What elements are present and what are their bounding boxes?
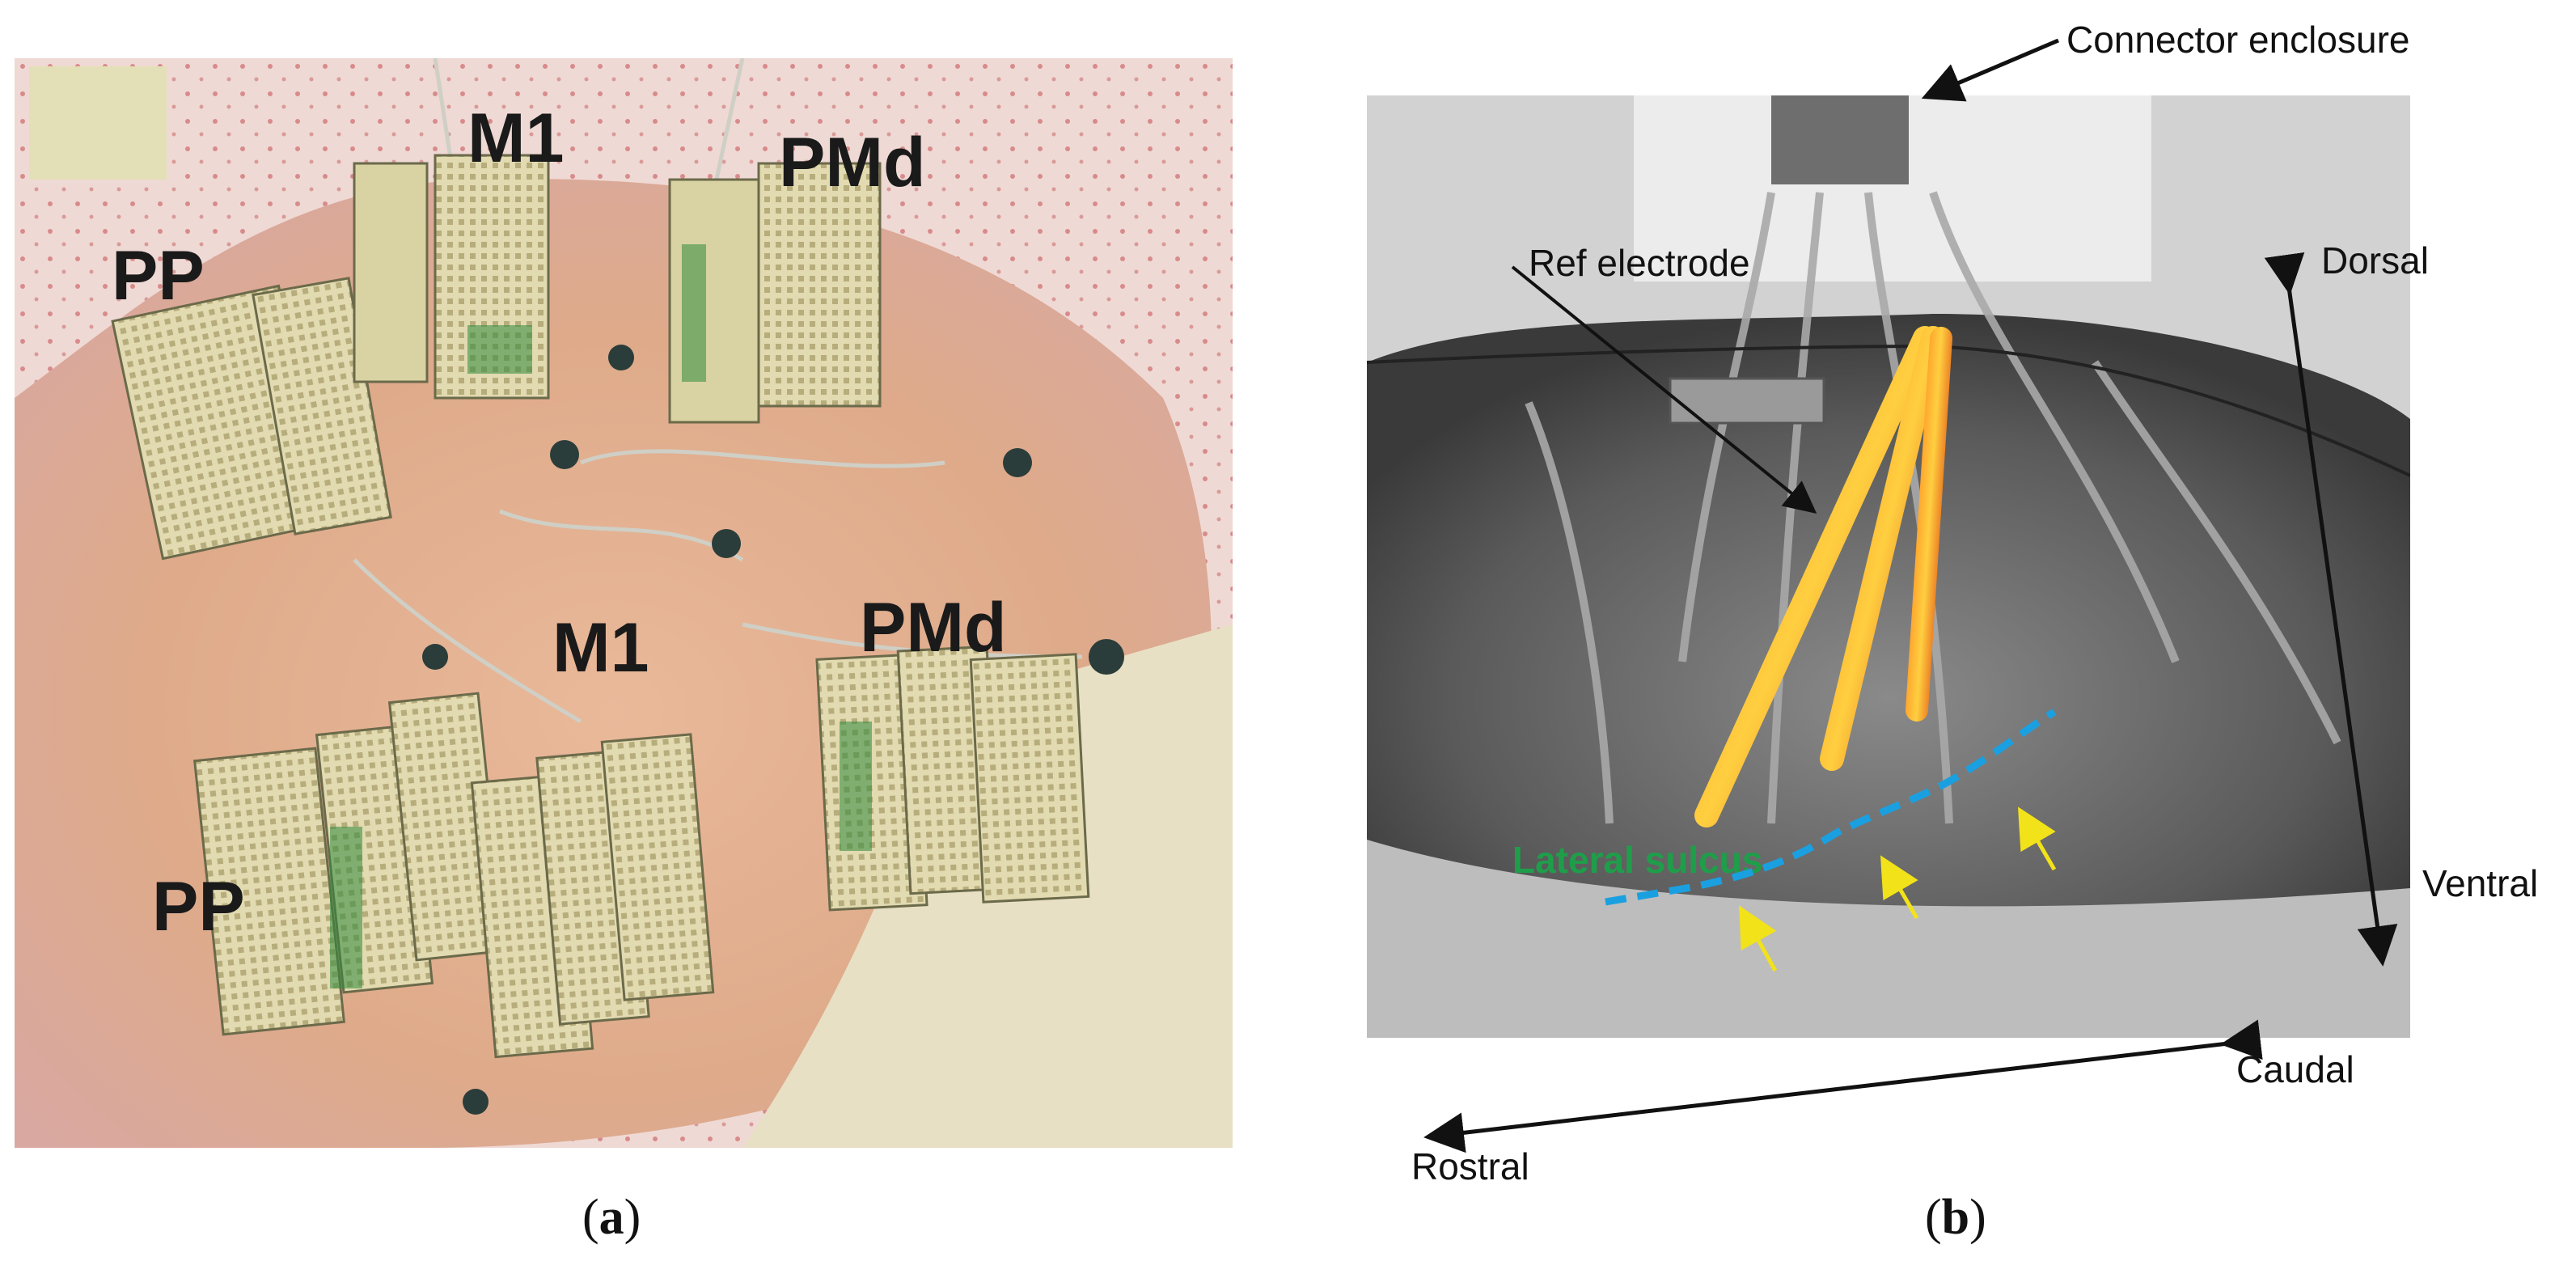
implanted-arrays-photo: [15, 58, 1233, 1148]
pmd-bottom-label: PMd: [860, 589, 1007, 667]
pp-top-label: PP: [112, 237, 205, 315]
connector-enclosure-label: Connector enclosure: [2066, 19, 2410, 61]
ref-electrode-label: Ref electrode: [1529, 242, 1750, 284]
connector-arrow: [1921, 38, 2059, 102]
panel-a-photo: PP M1 PMd M1 PMd PP: [15, 58, 1233, 1148]
caption-b: (b): [1925, 1190, 1986, 1245]
m1-bottom-label: M1: [552, 609, 649, 687]
dorsal-label: Dorsal: [2321, 239, 2429, 281]
caudal-label: Caudal: [2236, 1048, 2354, 1090]
m1-top-label: M1: [467, 99, 565, 177]
panel-b-photo: Ref electrode Lateral sulcus: [1367, 95, 2410, 1038]
rostral-caudal-axis: [1423, 1019, 2263, 1153]
pp-bottom-label: PP: [152, 868, 245, 946]
cortex-electrode-photo: [1367, 95, 2410, 1038]
caption-a: (a): [582, 1190, 641, 1245]
ventral-label: Ventral: [2422, 862, 2539, 904]
rostral-label: Rostral: [1411, 1145, 1529, 1187]
pmd-top-label: PMd: [779, 124, 926, 201]
lateral-sulcus-label: Lateral sulcus: [1512, 839, 1763, 881]
